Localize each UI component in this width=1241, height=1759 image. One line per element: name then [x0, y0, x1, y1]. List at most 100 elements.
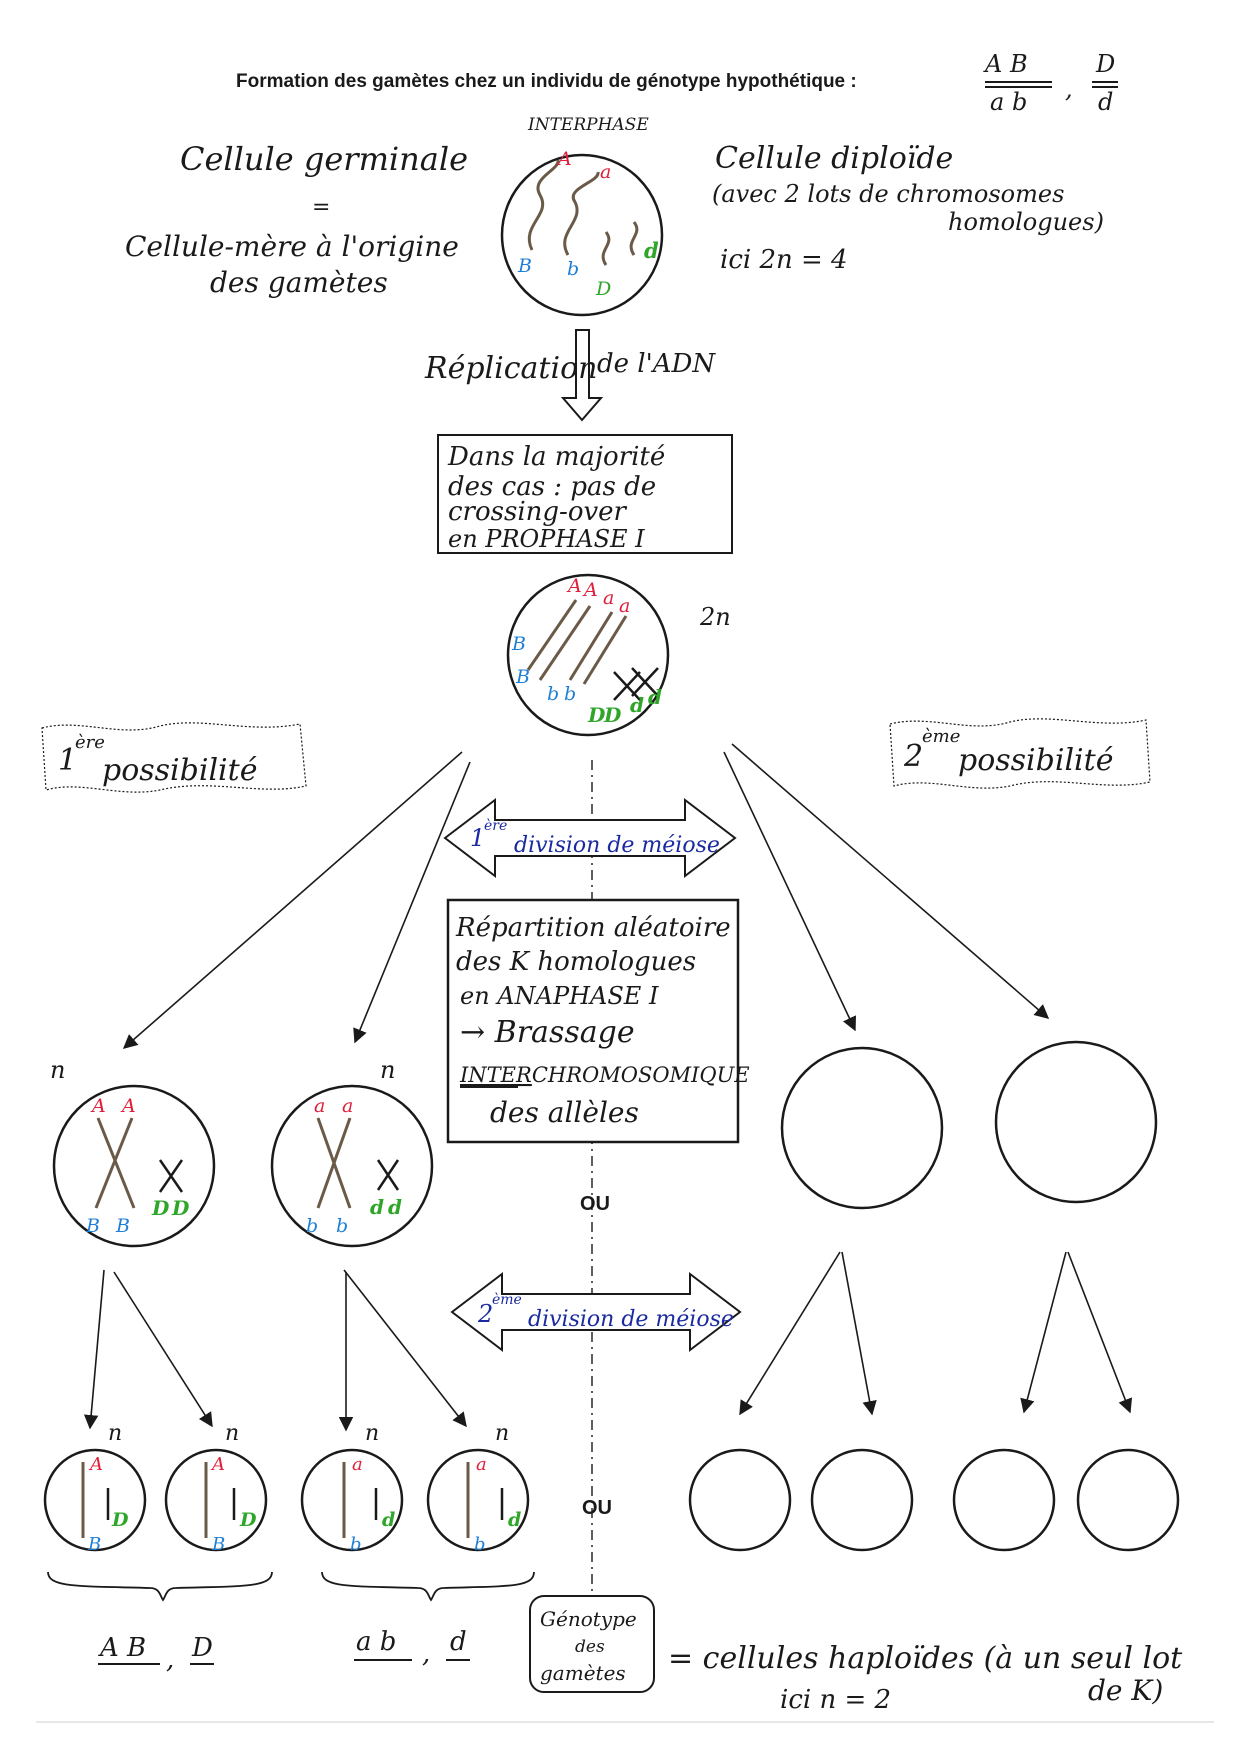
prophase-box-line-1: Dans la majorité: [447, 442, 665, 472]
division1-cell-1-chromatid-1: [96, 1117, 136, 1209]
arrow-to-cell-left-1: [122, 751, 463, 1049]
arrow-to-cell-right-2: [731, 743, 1050, 1019]
ploidy-n-gamete-1: n: [108, 1421, 122, 1446]
prophase-chromatid-1: [526, 599, 578, 671]
gamete-2-allele-A: A: [210, 1454, 225, 1475]
meiosis-2-text: division de méiose: [528, 1307, 734, 1332]
gamete-1-allele-D: D: [111, 1509, 129, 1531]
gamete-genotype-box-frame: [529, 1595, 655, 1693]
arrow-gamete-5: [739, 1251, 841, 1416]
anaphase-box-line-5-rest: CHROMOSOMIQUE: [532, 1063, 750, 1087]
division1-cell-1-allele-B1: B: [85, 1215, 100, 1237]
prophase-allele-b2: b: [564, 683, 576, 705]
haploid-text-2: ici n = 2: [780, 1685, 891, 1715]
interphase-label: INTERPHASE: [527, 115, 649, 135]
prophase-allele-d2: d: [648, 685, 662, 709]
prophase-cell: A A a a B B b b D D d d: [506, 573, 670, 737]
prophase-small-chromatid-2: [613, 671, 641, 701]
result-1-sep: ,: [166, 1645, 174, 1675]
gamete-3-allele-a: a: [352, 1454, 363, 1475]
division1-empty-cell-1: [780, 1046, 944, 1210]
prophase-box: Dans la majorité des cas : pas de crossi…: [437, 434, 733, 554]
ploidy-n-cell-1: n: [50, 1056, 65, 1084]
prophase-allele-D2: D: [603, 703, 622, 727]
arrow-gamete-6: [841, 1251, 877, 1416]
anaphase-box-line-3: en ANAPHASE I: [460, 982, 659, 1010]
division1-cell-2-allele-d1: d: [370, 1195, 384, 1219]
arrow-to-cell-left-2: [353, 761, 471, 1044]
division1-cell-2-allele-b2: b: [336, 1215, 348, 1237]
prophase-small-chromatid-4: [631, 667, 659, 697]
interphase-allele-d: d: [644, 238, 659, 263]
prophase-allele-b1: b: [547, 683, 559, 705]
gamete-empty-3: [952, 1448, 1056, 1552]
prophase-allele-B2: B: [515, 666, 530, 688]
division1-cell-1-chromatid-2: [94, 1117, 134, 1209]
title-genotype-sep: ,: [1065, 75, 1073, 103]
germinal-text-2: Cellule-mère à l'origine: [125, 230, 459, 263]
possibility-2-banner: 2 ème possibilité: [889, 718, 1151, 789]
gamete-2-membrane: [164, 1448, 268, 1552]
gamete-AB-D-2: A B D: [164, 1448, 268, 1555]
prophase-chromatid-2: [538, 605, 592, 681]
gamete-3-allele-b: b: [350, 1534, 362, 1555]
anaphase-box: Répartition aléatoire des K homologues e…: [446, 898, 750, 1144]
germinal-text-1: Cellule germinale: [180, 140, 468, 178]
gamete-AB-D-1: A B D: [43, 1448, 147, 1555]
division1-cell-2-allele-d2: d: [388, 1195, 402, 1219]
title-genotype-den2: d: [1098, 88, 1113, 116]
anaphase-box-line-5-underlined: INTER: [459, 1063, 532, 1087]
germinal-equals: =: [312, 195, 330, 220]
gamete-1-allele-B: B: [87, 1534, 101, 1555]
division1-cell-AB-D: A A B B D D: [52, 1084, 216, 1248]
division1-cell-2-small-2: [376, 1159, 400, 1191]
brace-group-2: [321, 1571, 535, 1602]
interphase-chromosome-4: [629, 221, 639, 256]
division1-cell-1-allele-B2: B: [115, 1215, 130, 1237]
title-genotype: A B a b , D d: [983, 50, 1118, 116]
diploid-text-2: (avec 2 lots de chromosomes: [712, 180, 1064, 208]
ploidy-n-gamete-3: n: [365, 1421, 379, 1446]
division1-cell-1-allele-A2: A: [120, 1095, 136, 1117]
result-genotype-1: A B , D: [98, 1633, 214, 1675]
arrow-to-cell-right-1: [723, 751, 856, 1032]
interphase-allele-A: A: [556, 148, 572, 170]
anaphase-box-frame: [446, 898, 740, 1144]
meiosis-1-sup: ère: [484, 818, 507, 834]
gamete-genotype-box: Génotype des gamètes: [529, 1595, 655, 1693]
meiosis-2-num: 2: [477, 1300, 493, 1328]
meiosis-2-sup: ème: [492, 1292, 522, 1308]
replication-arrow: [560, 329, 604, 422]
possibility-1-word: possibilité: [102, 753, 257, 788]
gamete-3-membrane: [300, 1448, 404, 1552]
result-2-sep: ,: [422, 1639, 430, 1669]
gamete-empty-4: [1076, 1448, 1180, 1552]
meiosis-2-arrow-shape: [450, 1271, 742, 1353]
gamete-2-allele-B: B: [211, 1534, 225, 1555]
division1-cell-1-allele-D1: D: [151, 1196, 170, 1220]
gamete-1-membrane: [43, 1448, 147, 1552]
or-label-1: OU: [580, 1193, 610, 1215]
diploid-text-4: ici 2n = 4: [720, 245, 848, 275]
arrow-gamete-2: [113, 1271, 213, 1428]
haploid-text-1: = cellules haploïdes (à un seul lot: [668, 1641, 1183, 1676]
prophase-allele-a1: a: [603, 587, 614, 609]
prophase-allele-d1: d: [630, 693, 644, 717]
arrow-gamete-7: [1020, 1251, 1067, 1414]
interphase-cell: A a B b D d: [500, 148, 664, 317]
division1-cell-2-allele-b1: b: [306, 1215, 318, 1237]
gamete-4-membrane: [426, 1448, 530, 1552]
prophase-box-line-4: en PROPHASE I: [448, 525, 645, 553]
gamete-ab-d-2: a b d: [426, 1448, 530, 1555]
gamete-ab-d-1: a b d: [300, 1448, 404, 1555]
meiosis-1-double-arrow: 1 ère division de méiose: [443, 797, 737, 879]
prophase-chromatid-3: [568, 611, 614, 681]
meiosis-1-num: 1: [470, 824, 485, 852]
gamete-4-allele-b: b: [474, 1534, 486, 1555]
gamete-1-allele-A: A: [88, 1454, 103, 1475]
interphase-allele-b: b: [567, 258, 579, 280]
gamete-4-allele-a: a: [476, 1454, 487, 1475]
diploid-text-3: homologues): [948, 208, 1104, 236]
title-genotype-num2: D: [1095, 50, 1115, 78]
